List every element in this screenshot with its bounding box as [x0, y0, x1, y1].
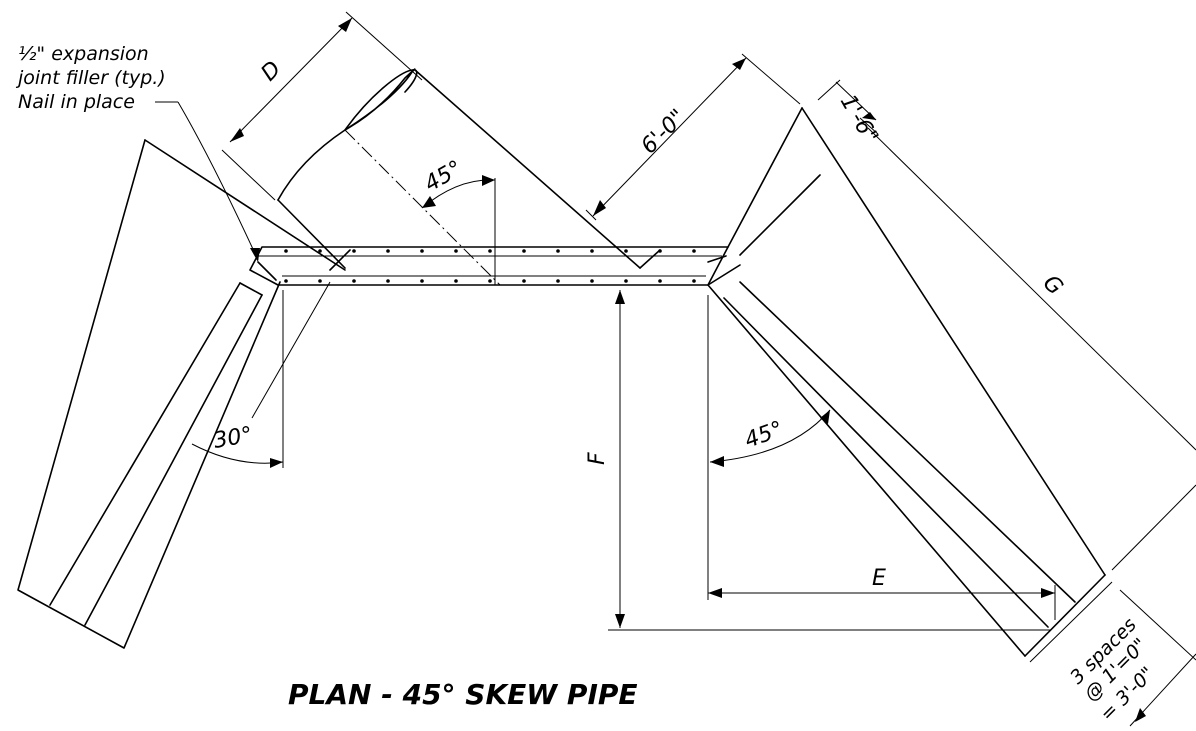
dimension-spaces — [1029, 581, 1196, 727]
rebar-dot — [454, 279, 458, 283]
angle-left-arc — [191, 281, 331, 468]
rebar-dot — [624, 249, 628, 253]
dimension-e — [707, 295, 1056, 620]
drawing-title: PLAN - 45° SKEW PIPE — [288, 678, 638, 711]
rebar-dot — [692, 249, 696, 253]
angle-top-label: 45° — [421, 156, 467, 197]
pipe — [277, 68, 661, 286]
rebar-dot — [624, 279, 628, 283]
dimension-f-label: F — [585, 452, 610, 465]
rebar-dot — [352, 249, 356, 253]
note-line1: ½" expansion — [18, 43, 149, 65]
dimension-f — [608, 290, 1050, 631]
dimension-d-label: D — [257, 57, 287, 87]
right-wingwall — [707, 107, 1106, 657]
rebar-dot — [386, 249, 390, 253]
dimension-g — [867, 127, 1196, 571]
rebar-dot — [522, 249, 526, 253]
rebar-dot — [658, 279, 662, 283]
rebar-dot — [556, 279, 560, 283]
left-wingwall — [17, 139, 346, 649]
dimension-one-six — [817, 79, 879, 135]
rebar-dot — [692, 279, 696, 283]
rebar-dot — [420, 279, 424, 283]
headwall — [249, 246, 729, 286]
note-leader — [155, 101, 260, 262]
angle-right-arc — [709, 409, 831, 467]
rebar-dot — [420, 249, 424, 253]
rebar-dot — [318, 249, 322, 253]
rebar-dot — [488, 279, 492, 283]
rebar-dot — [352, 279, 356, 283]
note-line2: joint filler (typ.) — [15, 67, 166, 89]
rebar-dot — [454, 249, 458, 253]
rebar-dot — [522, 279, 526, 283]
rebar-dot — [318, 279, 322, 283]
dimension-six-ft-label: 6'-0" — [637, 105, 692, 160]
rebar-dot — [590, 279, 594, 283]
rebar-dot — [488, 249, 492, 253]
note-line3: Nail in place — [18, 91, 135, 113]
angle-top-arc — [421, 175, 496, 285]
dimension-six-ft — [585, 53, 801, 221]
rebar-dot — [556, 249, 560, 253]
angle-right-label: 45° — [742, 417, 787, 454]
rebar-dot — [284, 279, 288, 283]
dimension-d — [221, 11, 423, 201]
rebar-dot — [386, 279, 390, 283]
angle-left-label: 30° — [212, 423, 255, 454]
dimension-g-label: G — [1038, 271, 1068, 301]
dimension-e-label: E — [872, 566, 886, 591]
rebar-dot — [590, 249, 594, 253]
rebar-dots — [284, 249, 696, 283]
rebar-dot — [284, 249, 288, 253]
